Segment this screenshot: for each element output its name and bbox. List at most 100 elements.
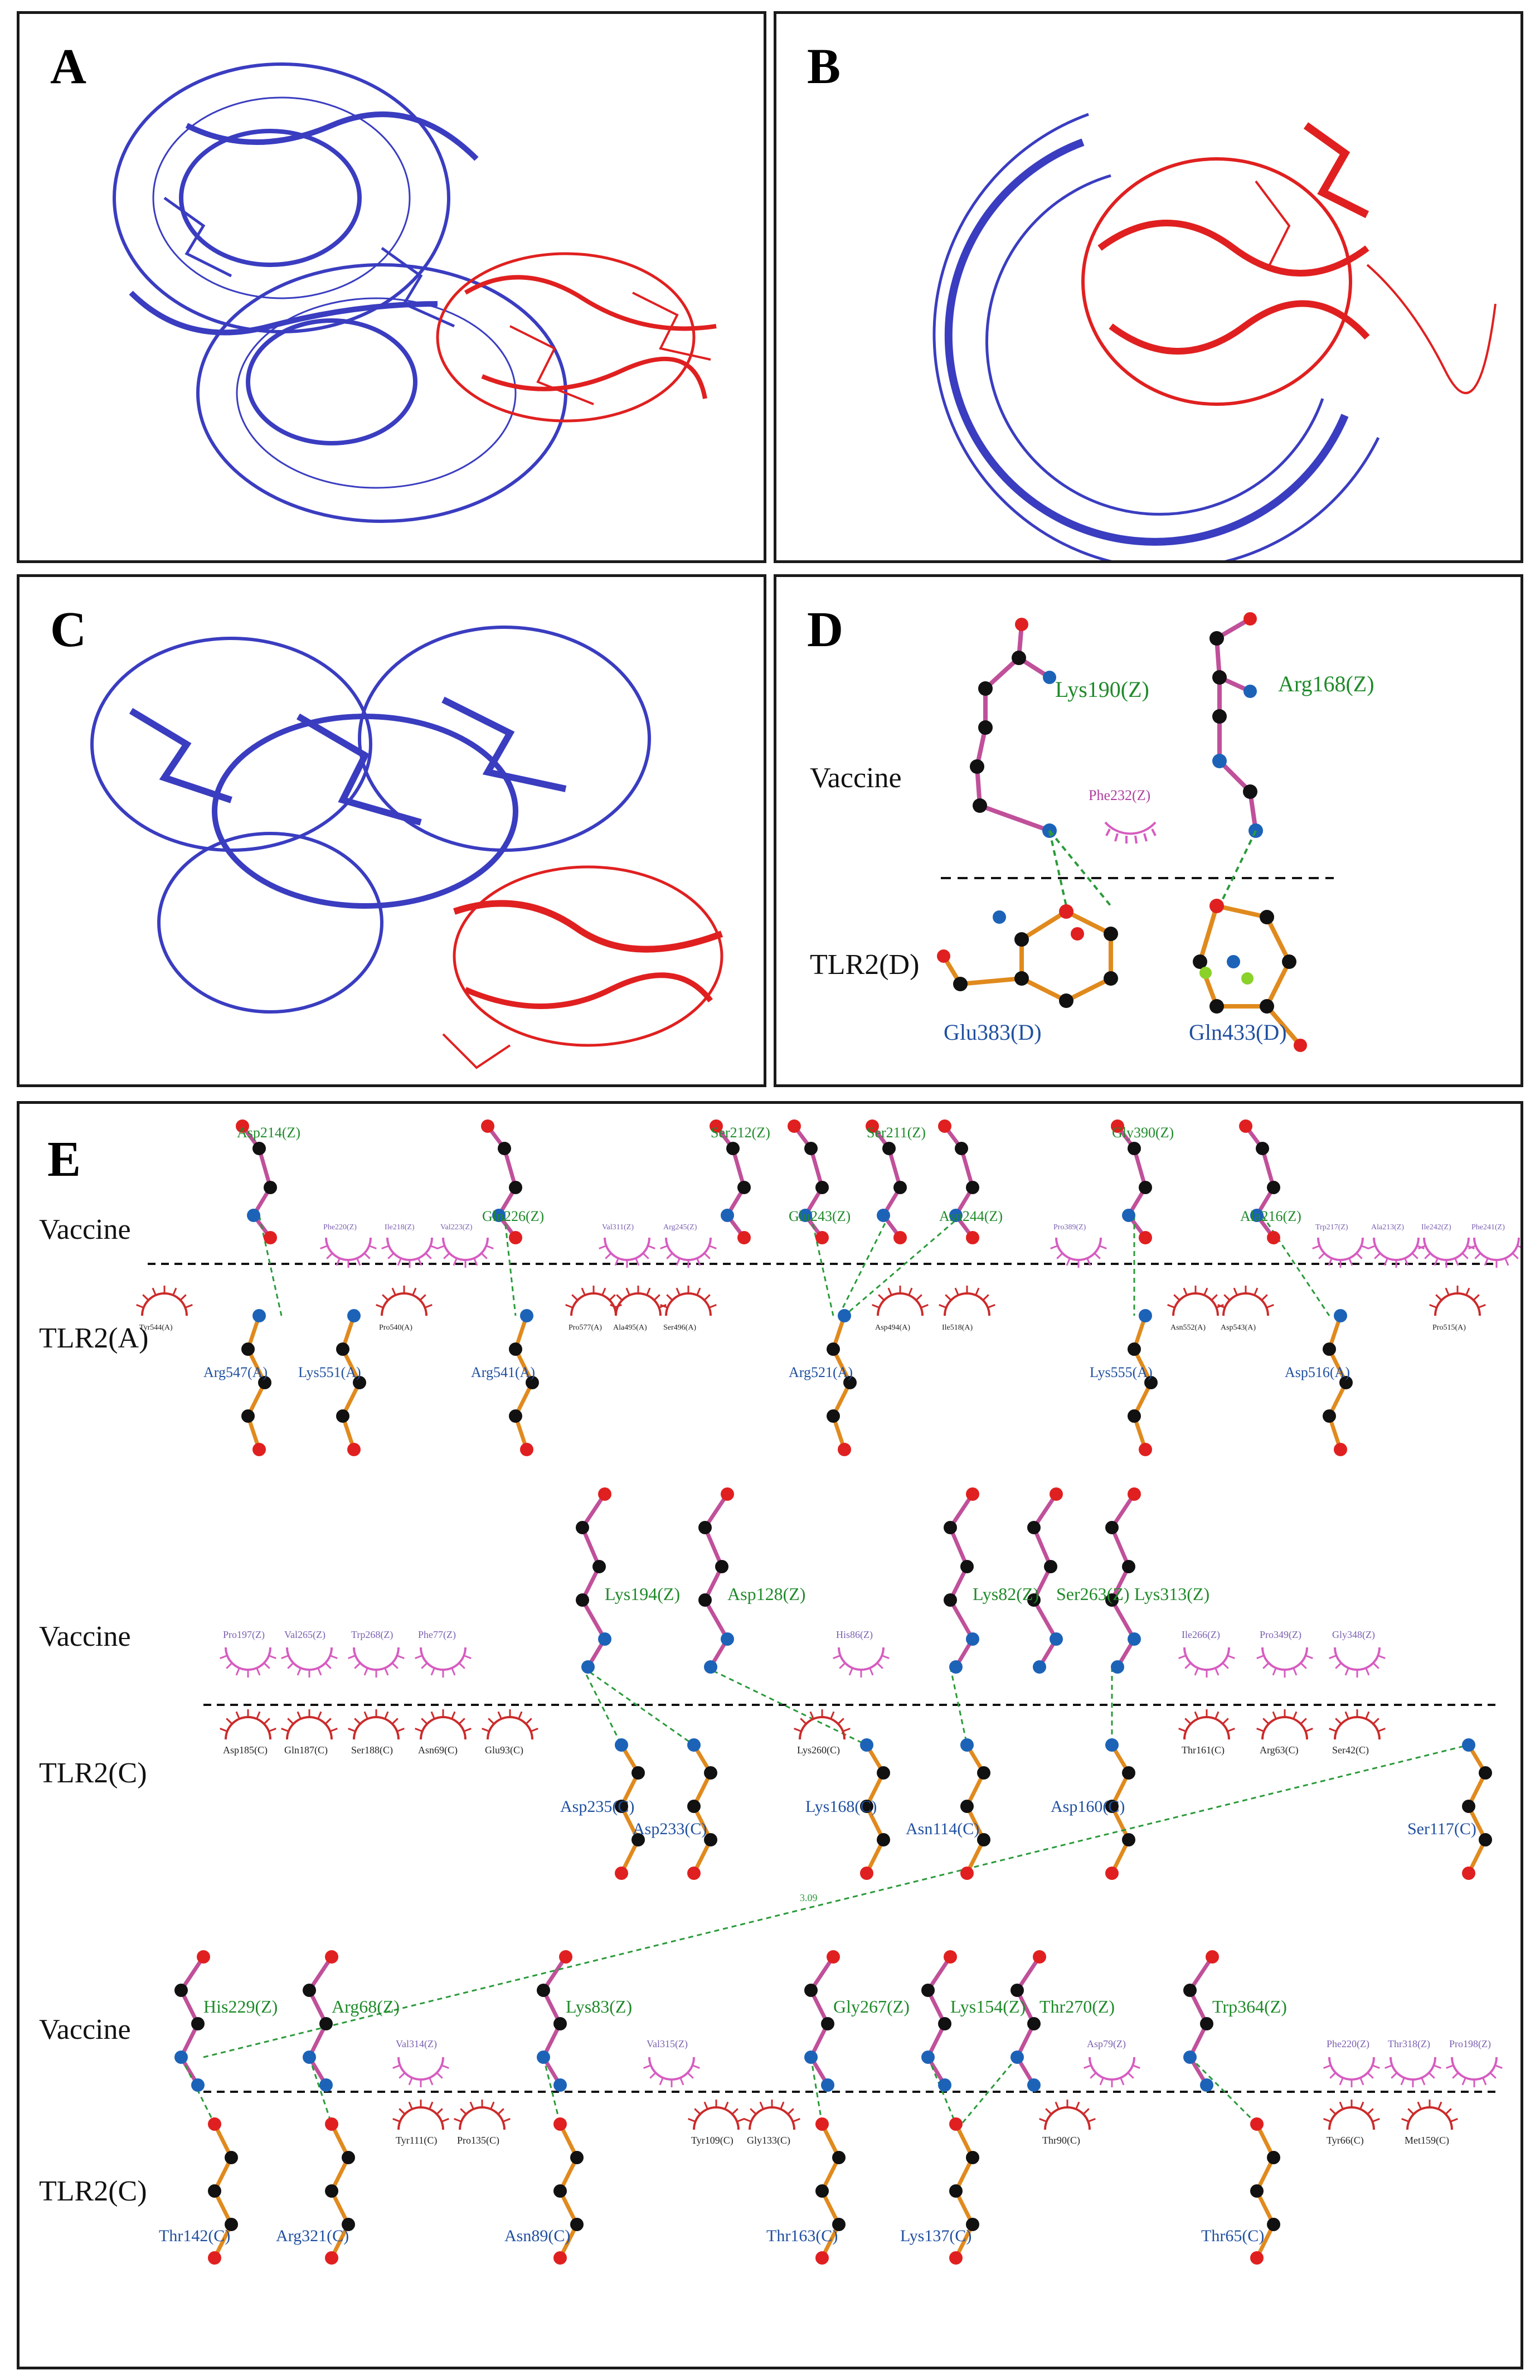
e-r3-t-thr163c-atom — [832, 2151, 846, 2164]
e-r1-th-label-ala495a: Ala495(A) — [613, 1324, 647, 1332]
e-r2-vh-arc-pro349z — [1261, 1647, 1308, 1671]
e-r1-v-glu243z-atom — [788, 1119, 801, 1133]
e-r3-th-arc-tyr66c-tick — [1367, 2108, 1374, 2115]
e-r1-vh-arc-phe241z-tick — [1484, 1258, 1489, 1266]
e-r3-th-arc-tyr111c-tick — [408, 2101, 413, 2110]
e-r1-th-arc-asn552a-tick — [1167, 1304, 1175, 1308]
glu383-label: Glu383(D) — [944, 1020, 1042, 1045]
e-r1-v-glu243z-atom — [804, 1142, 818, 1155]
e-r1-vh-arc-arg245z — [665, 1237, 712, 1261]
e-r1-th-arc-pro577a-tick — [571, 1294, 579, 1301]
e-r2-t-ser117c-atom — [1479, 1833, 1492, 1846]
e-r1-vh-label-ile218z: Ile218(Z) — [385, 1223, 415, 1232]
e-r1-vh-arc-ile242z — [1423, 1237, 1470, 1261]
e-r2-vh-arc-gly348z-tick — [1329, 1655, 1337, 1659]
e-r2-th-arc-lys260c — [799, 1716, 846, 1740]
e-r2-th-arc-ser42c-tick — [1365, 1711, 1370, 1719]
e-r2-th-arc-lys260c-tick — [800, 1718, 807, 1725]
e-r1-th-arc-pro577a-tick — [565, 1304, 574, 1308]
e-r1-vh-label-ile242z: Ile242(Z) — [1421, 1223, 1451, 1232]
e-r2-vh-arc-gly348z — [1334, 1647, 1381, 1671]
panel-a-letter: A — [50, 39, 86, 94]
e-r1-vh-arc-val311z-tick — [599, 1245, 607, 1249]
e-r1-th-arc-asp543a — [1222, 1292, 1269, 1316]
e-r3-th-label-met159c: Met159(C) — [1405, 2135, 1449, 2146]
e-r1-t-label-arg521a: Arg521(A) — [789, 1364, 853, 1380]
e-r3-th-arc-pro135c-tick — [502, 2118, 511, 2122]
e-r2-th-arc-asp185c-tick — [235, 1711, 240, 1719]
e-r3-vh-arc-val314z-tick — [436, 2072, 443, 2079]
e-r2-th-arc-glu93c-tick — [530, 1728, 538, 1732]
e-r3-v-thr270z-atom — [1027, 2017, 1041, 2030]
e-row1-vaccine-label: Vaccine — [39, 1214, 131, 1245]
e-r2-th-label-gln187c: Gln187(C) — [284, 1744, 328, 1756]
e-r1-vh-arc-ile218z — [386, 1237, 433, 1261]
e-r1-th-arc-pro540a-tick — [376, 1304, 384, 1308]
e-r1-t-arg547a-atom — [241, 1342, 255, 1356]
e-r2-th-arc-gln187c-tick — [324, 1718, 332, 1725]
e-r2-v-lys313z-atom — [1105, 1521, 1119, 1534]
e-r2-hbond — [582, 1666, 694, 1746]
e-r2-th-arc-thr161c-tick — [1194, 1711, 1199, 1719]
e-r3-v-trp364z-atom — [1206, 1950, 1219, 1964]
e-r2-v-lys313z-atom — [1111, 1660, 1124, 1674]
e-r1-vh-arc-val311z-tick — [635, 1258, 640, 1266]
e-r2-vh-label-trp268z: Trp268(Z) — [351, 1629, 393, 1641]
e-r2-t-ser117c-atom — [1462, 1738, 1475, 1752]
e-r2-th-arc-asp185c-tick — [268, 1728, 276, 1732]
phe232-label: Phe232(Z) — [1089, 787, 1150, 803]
e-r3-th-arc-gly133c — [749, 2106, 795, 2130]
e-r3-th-arc-gly133c-tick — [792, 2118, 800, 2122]
e-r1-vh-label-val311z: Val311(Z) — [602, 1223, 634, 1232]
e-r2-v-ser263z-atom — [1050, 1487, 1063, 1501]
e-r1-th-arc-ala495a — [615, 1292, 662, 1316]
e-r1-th-label-ser496a: Ser496(A) — [663, 1324, 696, 1332]
e-r2-t-ser117c-atom — [1479, 1766, 1492, 1780]
e-r3-v-his229z-atom — [191, 2078, 205, 2092]
panel-c: C — [17, 574, 766, 1087]
e-r3-th-arc-tyr111c-tick — [399, 2108, 406, 2115]
e-r1-vh-arc-phe241z-tick — [1468, 1245, 1476, 1249]
e-r3-vh-arc-val314z-tick — [441, 2064, 449, 2069]
e-r3-vh-arc-val315z-tick — [643, 2064, 652, 2069]
e-r2-v-ser263z-atom — [1027, 1593, 1041, 1607]
e-r2-vh-arc-pro197z-tick — [256, 1668, 261, 1676]
e-r2-th-arc-ser42c-tick — [1344, 1711, 1349, 1719]
e-r2-v-ser263z-atom — [1050, 1632, 1063, 1646]
e-r1-vh-arc-arg245z-tick — [703, 1252, 711, 1259]
e-r3-vh-label-thr318z: Thr318(Z) — [1388, 2038, 1430, 2050]
e-r1-vh-arc-ile242z-tick — [1454, 1258, 1459, 1266]
e-r1-v-ser212z-atom — [721, 1209, 734, 1222]
e-r1-th-arc-ile518a-tick — [939, 1304, 947, 1308]
e-r2-vh-arc-val265z-tick — [281, 1655, 289, 1659]
e-r1-t-arg541a-atom — [520, 1309, 533, 1322]
e-r3-v-label-lys83z: Lys83(Z) — [566, 1996, 632, 2017]
e-r1-v-label-gln226z: Gln226(Z) — [482, 1208, 544, 1224]
e-r3-th-arc-tyr109c-tick — [688, 2118, 696, 2122]
e-r1-vh-arc-pro389z-tick — [1099, 1245, 1107, 1249]
e-r3-th-arc-tyr109c-tick — [731, 2108, 739, 2115]
e-r3-v-gly267z-atom — [821, 2017, 834, 2030]
e-r2-th-arc-asp185c-tick — [256, 1711, 261, 1719]
e-r1-th-label-pro515a: Pro515(A) — [1432, 1324, 1466, 1332]
e-r2-th-arc-asp185c — [225, 1716, 271, 1740]
panel-b-letter: B — [807, 39, 841, 94]
e-r1-th-arc-pro515a-tick — [1429, 1304, 1437, 1308]
e-r2-vh-arc-pro197z-tick — [226, 1662, 233, 1669]
e-r1-v-label-ala216z: Ala216(Z) — [1240, 1208, 1301, 1224]
e-r1-t-lys551a-atom — [347, 1309, 361, 1322]
e-r2-vh-arc-ile266z-tick — [1227, 1655, 1235, 1659]
e-r1-vh-arc-phe241z-tick — [1517, 1245, 1520, 1248]
e-r3-th-arc-thr90c-tick — [1045, 2108, 1052, 2115]
e-r3-vh-arc-val315z-tick — [692, 2064, 700, 2069]
e-r1-th-label-pro540a: Pro540(A) — [379, 1324, 412, 1332]
panel-d-vaccine-label: Vaccine — [810, 762, 902, 794]
e-r2-v-lys82z-atom — [949, 1660, 963, 1674]
e-r3-v-his229z-atom — [191, 2017, 205, 2030]
e-r1-th-arc-pro577a-tick — [609, 1294, 616, 1301]
e-r2-v-lys313z-atom — [1128, 1487, 1141, 1501]
e-r2-th-arc-gln187c-tick — [329, 1728, 338, 1732]
e-r2-t-asn114c-atom — [977, 1766, 990, 1780]
e-r3-th-arc-tyr111c-tick — [429, 2101, 434, 2110]
e-r2-th-arc-ser42c-tick — [1377, 1728, 1386, 1732]
